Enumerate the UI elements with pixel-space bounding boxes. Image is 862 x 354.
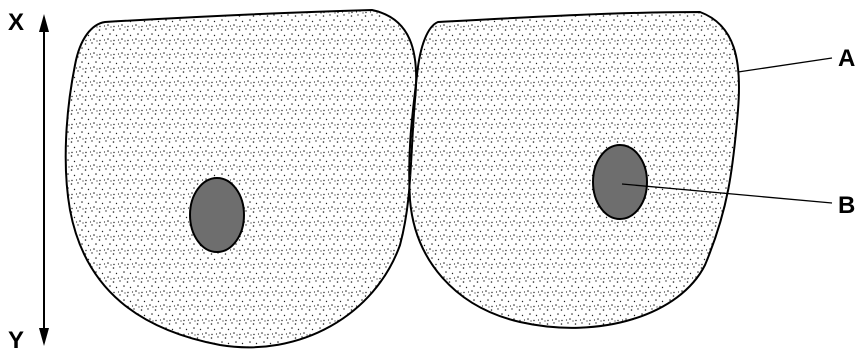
left-cell-body (66, 10, 417, 347)
leader-line-a (738, 58, 832, 72)
right-cell-body (409, 12, 739, 328)
label-a: A (838, 45, 855, 72)
xy-axis-arrow (39, 14, 49, 346)
right-cell-nucleus (593, 145, 647, 219)
axis-label-y: Y (8, 327, 24, 354)
axis-label-x: X (8, 9, 24, 36)
left-cell-nucleus (190, 178, 244, 252)
label-b: B (838, 192, 855, 219)
